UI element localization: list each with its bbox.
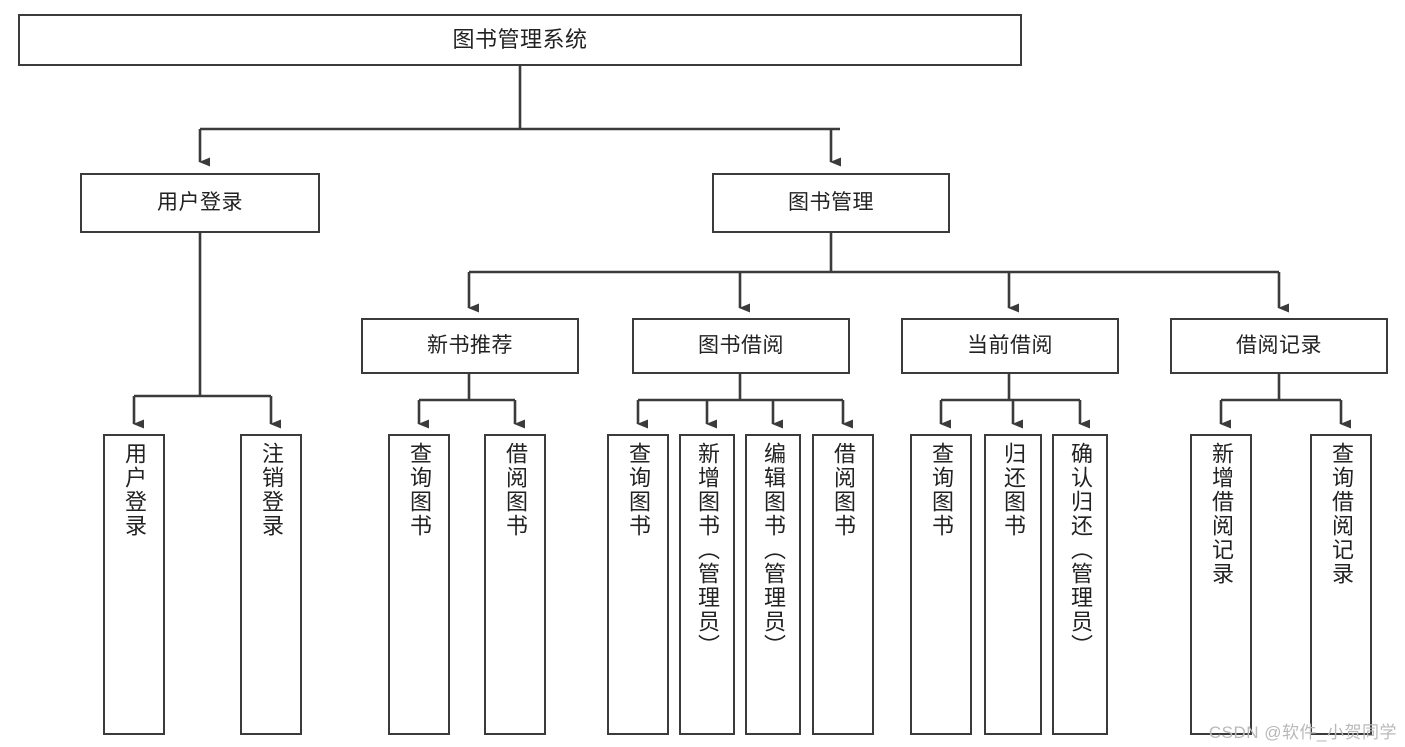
node-leaf-borrow-edit-book-admin[interactable]: 编辑图书（管理员） (745, 434, 801, 735)
node-leaf-user-logout[interactable]: 注销登录 (240, 434, 302, 735)
node-book-borrow[interactable]: 图书借阅 (632, 318, 850, 374)
node-leaf-record-add-label: 新增借阅记录 (1209, 442, 1234, 586)
node-current-borrow-label: 当前借阅 (967, 334, 1053, 358)
node-leaf-current-return-book-label: 归还图书 (1001, 442, 1026, 538)
node-leaf-current-confirm-return-admin[interactable]: 确认归还（管理员） (1052, 434, 1108, 735)
node-leaf-record-query[interactable]: 查询借阅记录 (1310, 434, 1372, 735)
node-leaf-current-return-book[interactable]: 归还图书 (984, 434, 1042, 735)
csdn-watermark: CSDN @软件_小贺同学 (1208, 723, 1397, 742)
node-leaf-user-login-label: 用户登录 (122, 442, 147, 538)
node-leaf-current-confirm-return-admin-label: 确认归还（管理员） (1068, 442, 1093, 658)
node-leaf-borrow-borrow-book-label: 借阅图书 (831, 442, 856, 538)
node-leaf-record-add[interactable]: 新增借阅记录 (1190, 434, 1252, 735)
node-book-manage-label: 图书管理 (788, 191, 874, 215)
node-leaf-current-query-book-label: 查询图书 (929, 442, 954, 538)
node-root[interactable]: 图书管理系统 (18, 14, 1022, 66)
node-leaf-current-query-book[interactable]: 查询图书 (910, 434, 972, 735)
node-leaf-record-query-label: 查询借阅记录 (1329, 442, 1354, 586)
node-leaf-borrow-add-book-admin[interactable]: 新增图书（管理员） (679, 434, 735, 735)
node-current-borrow[interactable]: 当前借阅 (901, 318, 1119, 374)
node-root-label: 图书管理系统 (452, 26, 588, 52)
node-leaf-recommend-query-book[interactable]: 查询图书 (388, 434, 450, 735)
node-leaf-recommend-query-book-label: 查询图书 (407, 442, 432, 538)
node-user-login-label: 用户登录 (157, 191, 243, 215)
node-leaf-borrow-edit-book-admin-label: 编辑图书（管理员） (761, 442, 786, 658)
node-new-book-recommend-label: 新书推荐 (427, 334, 513, 358)
node-user-login[interactable]: 用户登录 (80, 173, 320, 233)
node-new-book-recommend[interactable]: 新书推荐 (361, 318, 579, 374)
node-book-borrow-label: 图书借阅 (698, 334, 784, 358)
node-borrow-record[interactable]: 借阅记录 (1170, 318, 1388, 374)
node-book-manage[interactable]: 图书管理 (712, 173, 950, 233)
node-leaf-recommend-borrow-book-label: 借阅图书 (503, 442, 528, 538)
node-leaf-borrow-query-book[interactable]: 查询图书 (607, 434, 669, 735)
node-leaf-borrow-add-book-admin-label: 新增图书（管理员） (695, 442, 720, 658)
node-leaf-recommend-borrow-book[interactable]: 借阅图书 (484, 434, 546, 735)
node-borrow-record-label: 借阅记录 (1236, 334, 1322, 358)
node-leaf-borrow-borrow-book[interactable]: 借阅图书 (812, 434, 874, 735)
node-leaf-borrow-query-book-label: 查询图书 (626, 442, 651, 538)
node-leaf-user-login[interactable]: 用户登录 (103, 434, 165, 735)
node-leaf-user-logout-label: 注销登录 (259, 442, 284, 538)
